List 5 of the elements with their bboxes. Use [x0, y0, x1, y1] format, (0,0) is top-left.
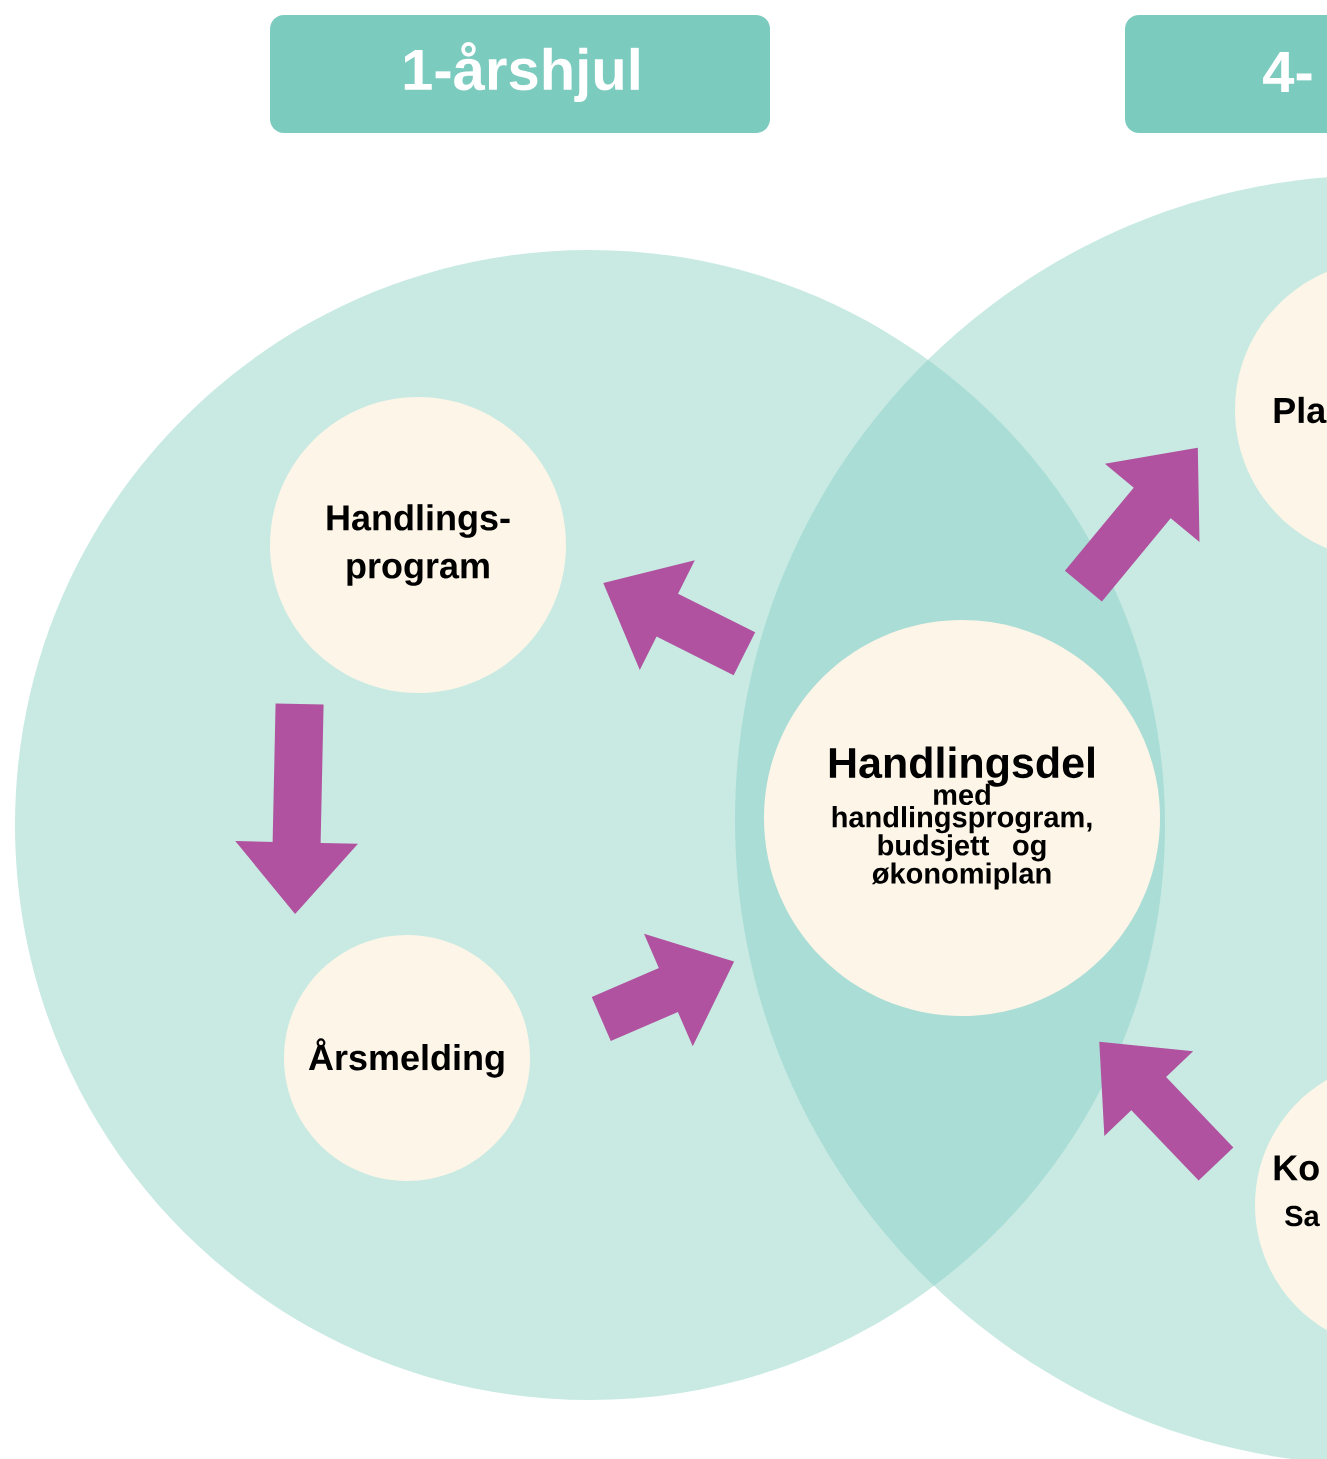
circle-node: Handlings- program	[270, 397, 566, 693]
circle-node: Handlingsdel med handlingsprogram, budsjett og økonomiplan	[764, 620, 1160, 1016]
header-box: 1-årshjul	[270, 15, 770, 133]
header-box: 4-	[1125, 15, 1327, 133]
circle-node: Årsmelding	[284, 935, 530, 1181]
